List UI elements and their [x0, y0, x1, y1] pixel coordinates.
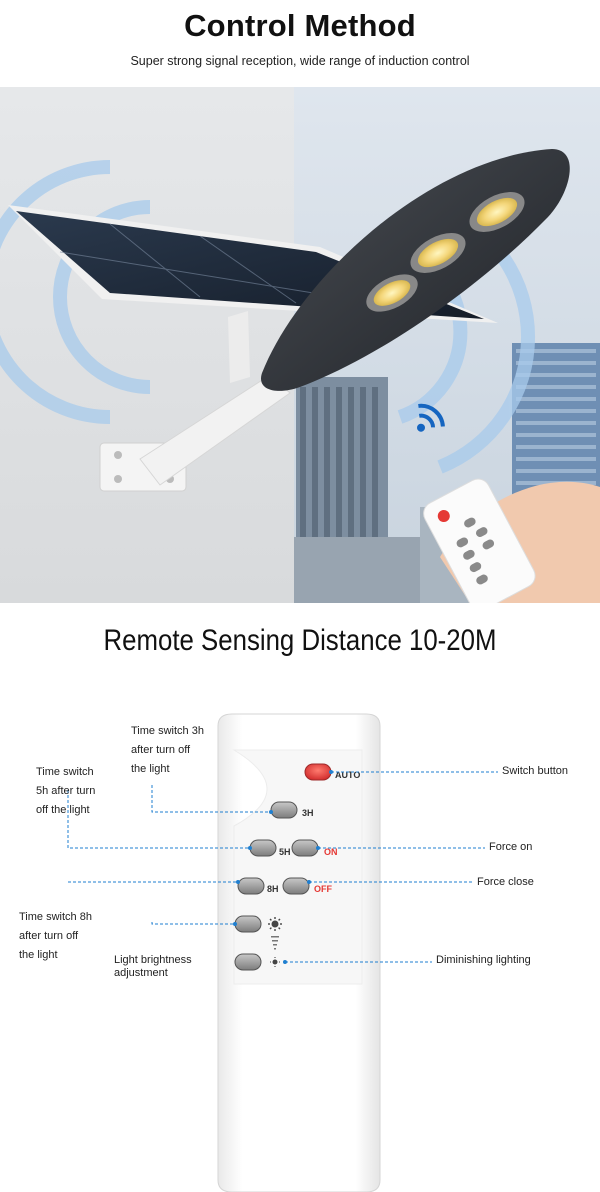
street-light-illustration [0, 87, 600, 603]
button-off-label: OFF [314, 884, 332, 894]
led-light [373, 280, 411, 306]
brightness-up-button[interactable] [234, 915, 282, 950]
button-3h-label: 3H [302, 808, 314, 818]
mini-remote [423, 478, 536, 603]
brightness-down-button[interactable] [234, 953, 280, 971]
callout-force-on: Force on [489, 841, 533, 853]
callout-switch-button: Switch button [502, 765, 569, 777]
button-5h-label: 5H [279, 847, 291, 857]
button-panel [232, 749, 363, 985]
sun-bright-icon [268, 917, 282, 931]
section-title: Remote Sensing Distance 10-20M [103, 624, 497, 657]
callout-dots [233, 770, 333, 964]
button-off[interactable]: OFF [282, 877, 332, 895]
button-on-label: ON [324, 847, 338, 857]
page-title: Control Method [184, 8, 416, 43]
sun-dim-icon [270, 957, 280, 967]
callout-lines [67, 771, 498, 963]
callout-brightness: Light brightness adjustment [114, 954, 192, 979]
remote-diagram: AUTO 3H 5H ON 8H OFF [67, 713, 498, 1192]
page-subtitle: Super strong signal reception, wide rang… [130, 54, 470, 68]
product-photo [0, 87, 600, 603]
callout-diminishing: Diminishing lighting [436, 954, 531, 966]
button-8h[interactable]: 8H [237, 877, 279, 895]
wifi-signal-icon [417, 403, 445, 432]
auto-button[interactable]: AUTO [304, 763, 360, 781]
led-light [417, 238, 459, 268]
button-8h-label: 8H [267, 884, 279, 894]
callout-time-3h: Time switch 3h after turn off the light [131, 725, 204, 775]
callout-time-5h: Time switch 5h after turn off the light [36, 766, 96, 816]
led-light [476, 197, 518, 227]
callout-time-8h: Time switch 8h after turn off the light [19, 911, 92, 961]
auto-label: AUTO [335, 770, 360, 780]
callout-force-close: Force close [477, 876, 534, 888]
